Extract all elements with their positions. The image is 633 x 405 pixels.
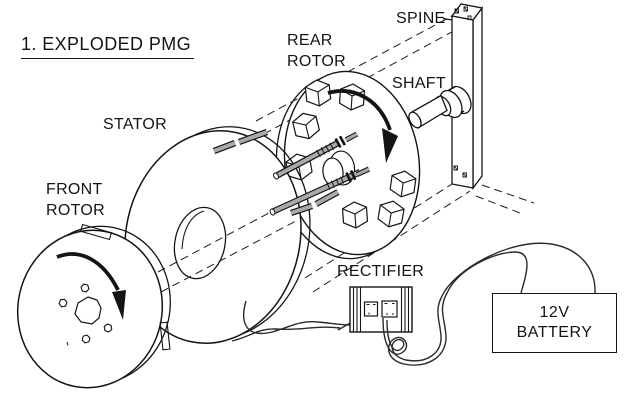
rotor-studs: [212, 128, 371, 217]
stator-toroid: [124, 126, 311, 344]
label-front-rotor: FRONT ROTOR: [46, 180, 105, 222]
label-stator: STATOR: [103, 116, 168, 133]
label-front-rotor-line1: FRONT: [46, 181, 103, 198]
label-rear-rotor-line1: REAR: [287, 32, 333, 49]
battery-label-line1: 12V: [539, 304, 570, 321]
battery-box: 12V BATTERY: [492, 293, 617, 353]
label-rear-rotor: REAR ROTOR: [287, 31, 346, 73]
rectifier-unit: [349, 286, 413, 333]
front-rotor-disc: [16, 223, 171, 389]
spine-screws: [453, 6, 472, 178]
label-rear-rotor-line2: ROTOR: [287, 52, 346, 70]
rear-rotor-rotation-arrow-icon: [327, 89, 398, 163]
label-front-rotor-line2: ROTOR: [46, 201, 105, 219]
axis-dashes: [157, 205, 297, 293]
front-rotor-center-hole: [74, 296, 102, 325]
label-rectifier: RECTIFIER: [337, 263, 425, 280]
battery-label-line2: BATTERY: [516, 324, 593, 341]
diagram-title: 1. EXPLODED PMG: [21, 33, 195, 60]
label-spine: SPINE: [396, 10, 446, 27]
battery-wires: [382, 242, 596, 366]
front-rotor-rotation-arrow-icon: [56, 252, 126, 320]
rectifier-terminal-left: [363, 301, 379, 317]
spine-leader-line: [442, 17, 453, 21]
label-shaft: SHAFT: [392, 75, 446, 92]
spine-bar: [450, 3, 484, 190]
rectifier-terminal-right: [381, 300, 398, 318]
